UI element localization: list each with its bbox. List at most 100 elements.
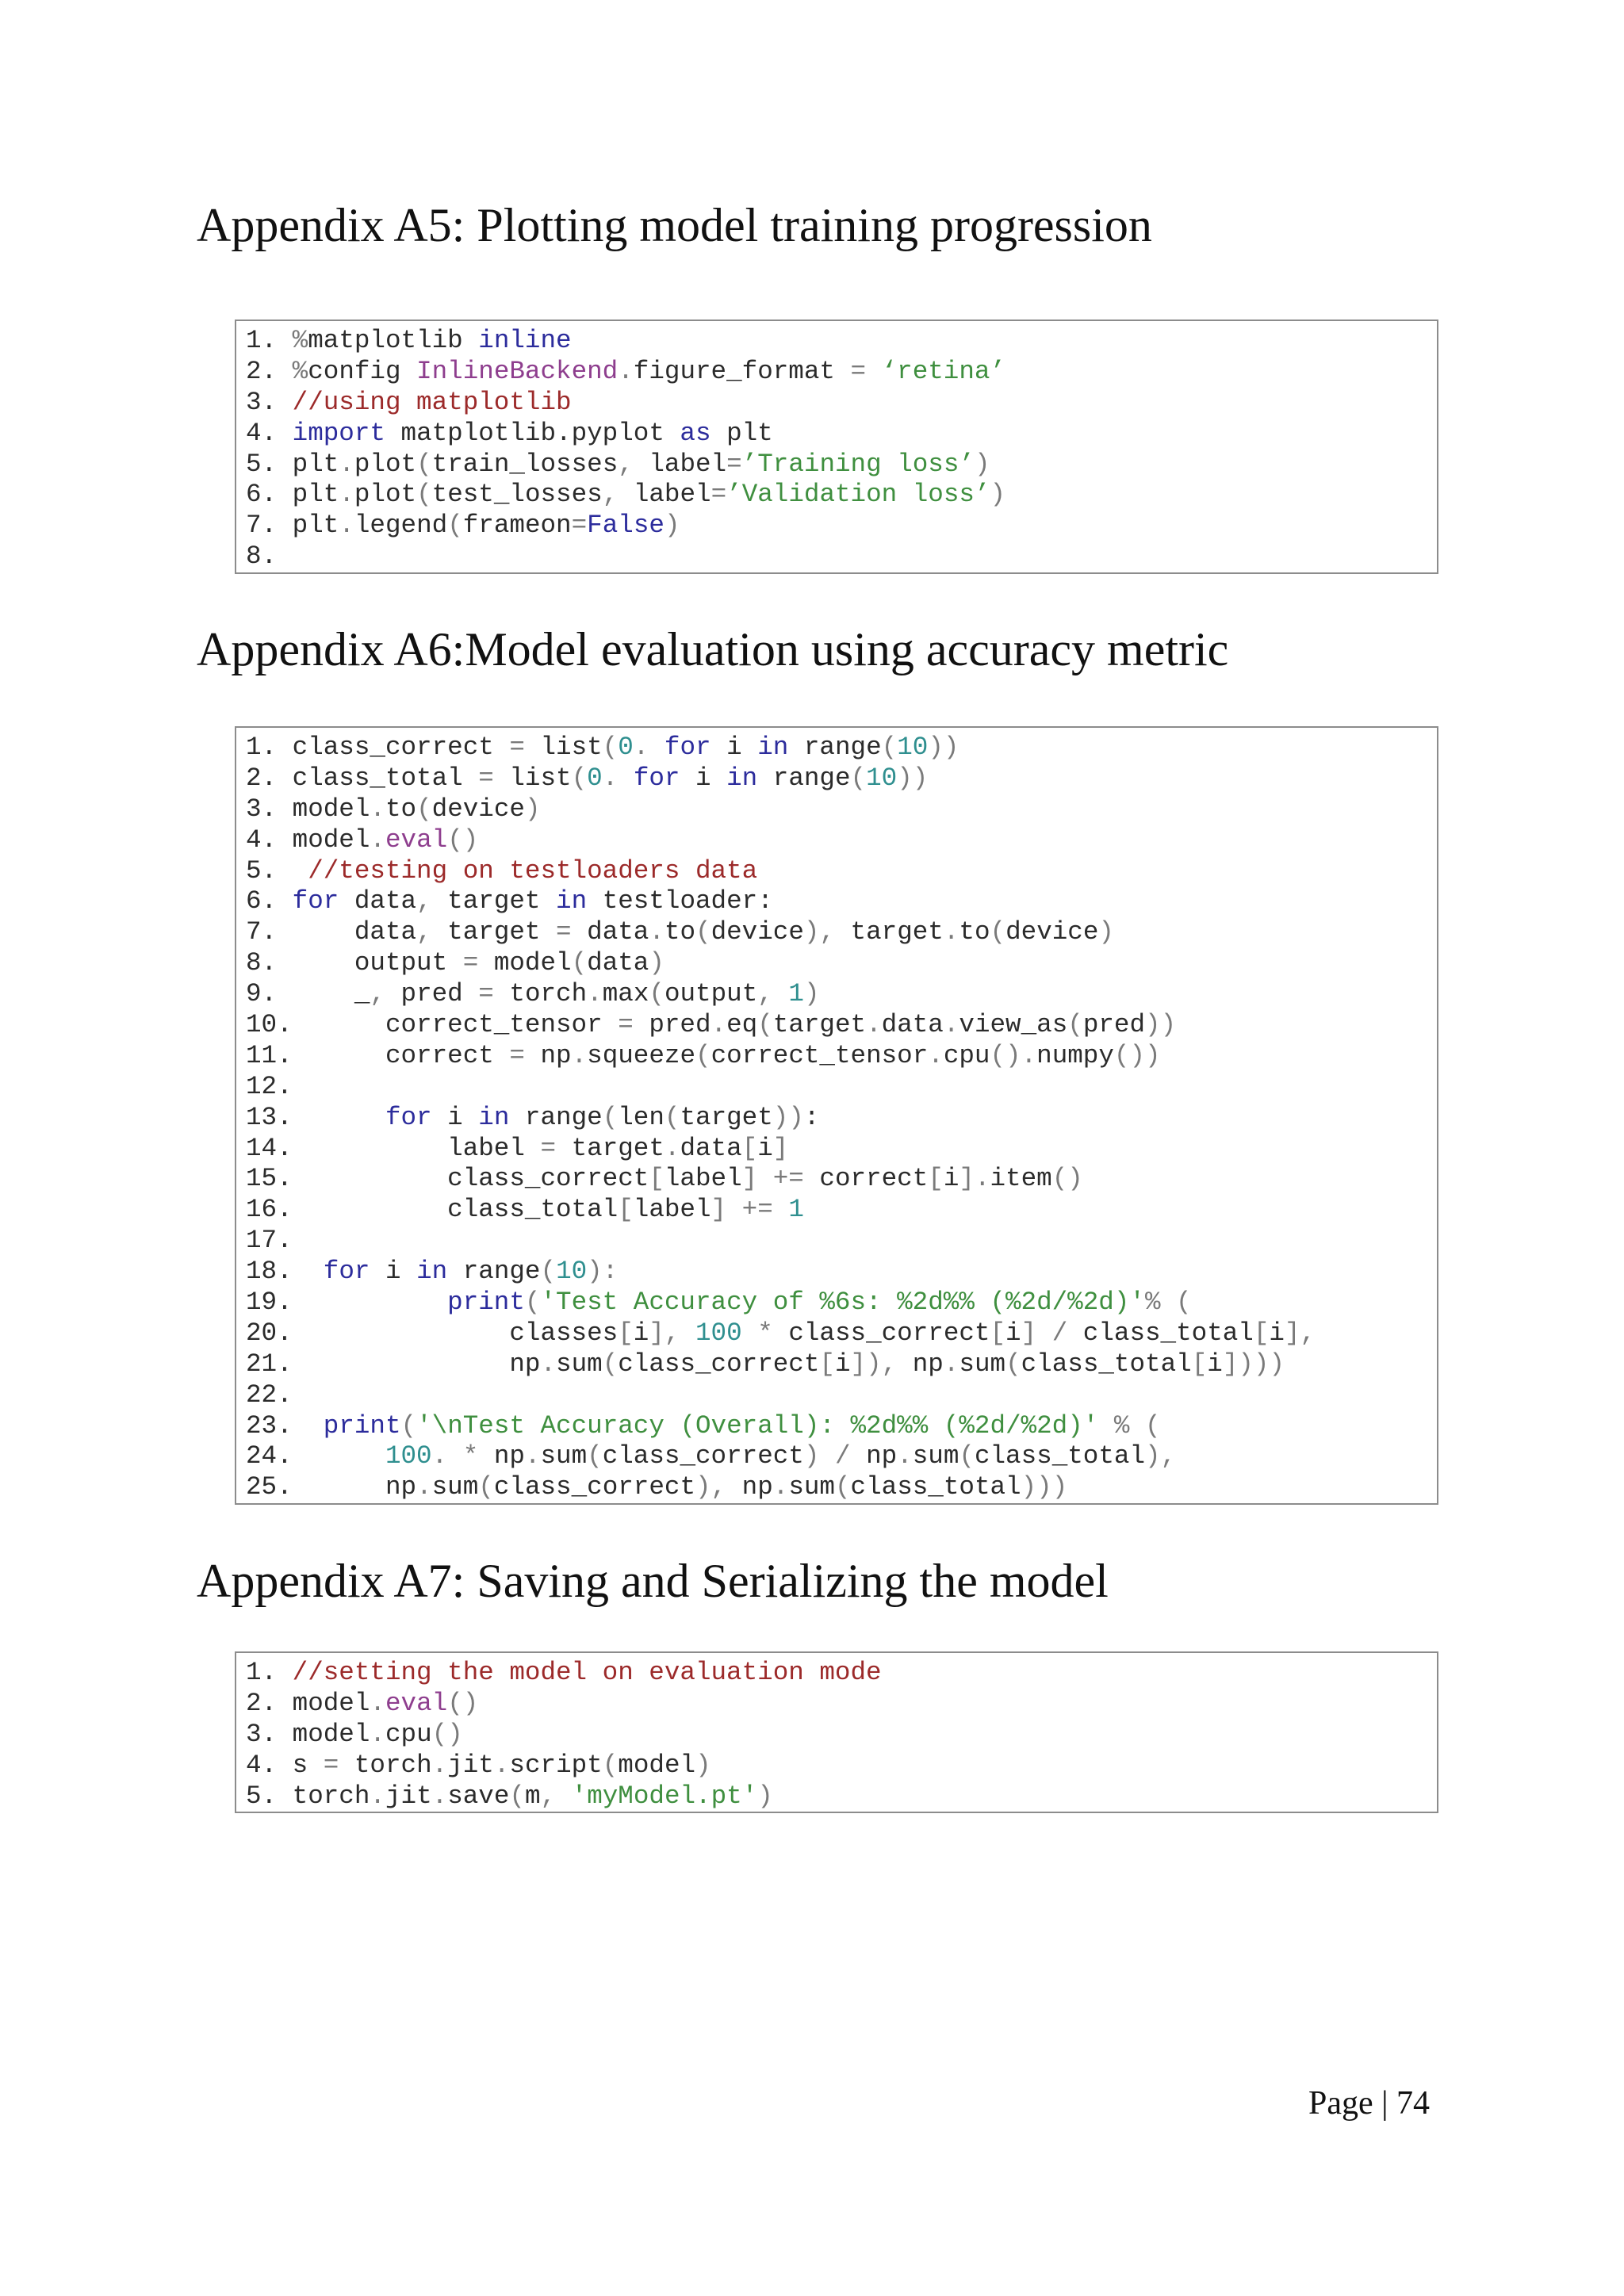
code-line: 1. class_correct = list(0. for i in rang… — [246, 733, 1437, 763]
code-token: ] / — [1021, 1318, 1083, 1348]
code-line: 2. %config InlineBackend.figure_format =… — [246, 357, 1437, 388]
code-token: model — [292, 825, 370, 855]
code-token: . — [602, 763, 634, 793]
code-token: plt — [292, 511, 339, 541]
code-token: )) — [928, 733, 959, 762]
heading-appendix-a6: Appendix A6:Model evaluation using accur… — [197, 623, 1229, 675]
code-token: torch — [354, 1750, 432, 1780]
code-token: class_correct — [602, 1441, 804, 1471]
code-token: as — [680, 418, 727, 448]
code-token: . — [431, 1781, 448, 1811]
code-token: ( — [850, 763, 867, 793]
code-token: matplotlib — [308, 326, 479, 355]
code-token: label — [447, 1133, 541, 1163]
code-token: i — [726, 733, 758, 762]
code-token: test_losses — [431, 480, 603, 510]
code-token: np — [493, 1441, 525, 1471]
line-number: 6. — [246, 480, 293, 510]
code-line: 4. model.eval() — [246, 825, 1437, 856]
code-line: 14. label = target.data[i] — [246, 1134, 1437, 1165]
code-token: ( — [695, 1040, 711, 1070]
code-token: class_correct — [292, 733, 510, 762]
code-token: . — [649, 917, 665, 947]
code-line: 16. class_total[label] += 1 — [246, 1195, 1437, 1226]
code-token: i — [447, 1102, 479, 1132]
code-token: np — [509, 1349, 541, 1379]
code-line: 2. class_total = list(0. for i in range(… — [246, 763, 1437, 794]
code-token: ( — [602, 733, 619, 762]
code-line: 25. np.sum(class_correct), np.sum(class_… — [246, 1472, 1437, 1503]
line-number: 15. — [246, 1164, 448, 1194]
code-token: % ( — [1113, 1410, 1161, 1441]
code-line: 10. correct_tensor = pred.eq(target.data… — [246, 1010, 1437, 1041]
code-token: ), — [803, 917, 851, 947]
code-token: for — [633, 763, 696, 793]
code-token: [ — [1191, 1349, 1208, 1379]
code-line: 8. — [246, 541, 1437, 572]
code-token: ( — [571, 948, 588, 978]
code-token: to — [385, 794, 417, 824]
code-token: label — [664, 1164, 742, 1194]
code-token: list — [540, 733, 603, 762]
line-number: 21. — [246, 1349, 510, 1379]
code-token: range — [803, 733, 882, 762]
line-number: 23. — [246, 1410, 324, 1441]
line-number: 12. — [246, 1071, 293, 1101]
code-token: for — [385, 1102, 448, 1132]
code-token: . — [370, 794, 385, 824]
code-line: 18. for i in range(10): — [246, 1257, 1437, 1288]
code-token: InlineBackend — [416, 356, 619, 386]
code-token: correct — [385, 1040, 510, 1070]
code-token: 'Test Accuracy of %6s: %2d%% (%2d/%2d)' — [540, 1288, 1145, 1318]
code-token: device — [1005, 917, 1099, 947]
code-token: ) — [664, 511, 680, 541]
heading-appendix-a7: Appendix A7: Saving and Serializing the … — [197, 1555, 1109, 1607]
line-number: 4. — [246, 418, 293, 448]
code-token: np — [741, 1472, 773, 1502]
code-token: [ — [819, 1349, 835, 1379]
code-token: ) — [649, 948, 665, 978]
code-token: = — [850, 356, 882, 386]
code-token: ’Validation loss’ — [726, 480, 990, 510]
code-token: 100 — [385, 1441, 432, 1471]
line-number: 9. — [246, 979, 354, 1009]
code-token: classes — [509, 1318, 619, 1348]
code-token: inline — [478, 326, 572, 355]
code-token: 10 — [556, 1257, 588, 1287]
code-token: )) — [772, 1102, 804, 1132]
line-number: 18. — [246, 1257, 324, 1287]
code-token: data — [881, 1010, 944, 1040]
line-number: 6. — [246, 886, 293, 916]
code-line: 4. import matplotlib.pyplot as plt — [246, 419, 1437, 450]
code-token: . — [339, 449, 354, 479]
code-token: , — [416, 886, 448, 916]
code-token: 100 — [695, 1318, 758, 1348]
code-token: ( — [959, 1441, 975, 1471]
code-token: m — [524, 1781, 541, 1811]
code-token: data — [587, 917, 649, 947]
code-token: ( — [587, 1441, 603, 1471]
code-token: . — [633, 733, 665, 762]
code-token: sum — [788, 1472, 835, 1502]
code-token: () — [447, 1688, 479, 1718]
code-token: target — [447, 917, 557, 947]
code-token: = — [571, 511, 588, 541]
line-number: 17. — [246, 1226, 293, 1256]
code-token: . — [618, 356, 634, 386]
code-token: 0 — [587, 763, 603, 793]
code-token: in — [416, 1257, 463, 1287]
code-token: ( — [1005, 1349, 1021, 1379]
code-token: i — [1005, 1318, 1021, 1348]
code-token: i — [1207, 1349, 1223, 1379]
line-number: 1. — [246, 326, 293, 355]
code-token: model — [493, 948, 572, 978]
line-number: 20. — [246, 1318, 510, 1348]
code-token: range — [524, 1102, 603, 1132]
code-token: np — [866, 1441, 898, 1471]
code-token: i — [633, 1318, 649, 1348]
code-token: eval — [385, 825, 448, 855]
code-token: for — [323, 1257, 385, 1287]
code-token: in — [556, 886, 603, 916]
code-token: sum — [556, 1349, 603, 1379]
code-token: sum — [431, 1472, 479, 1502]
